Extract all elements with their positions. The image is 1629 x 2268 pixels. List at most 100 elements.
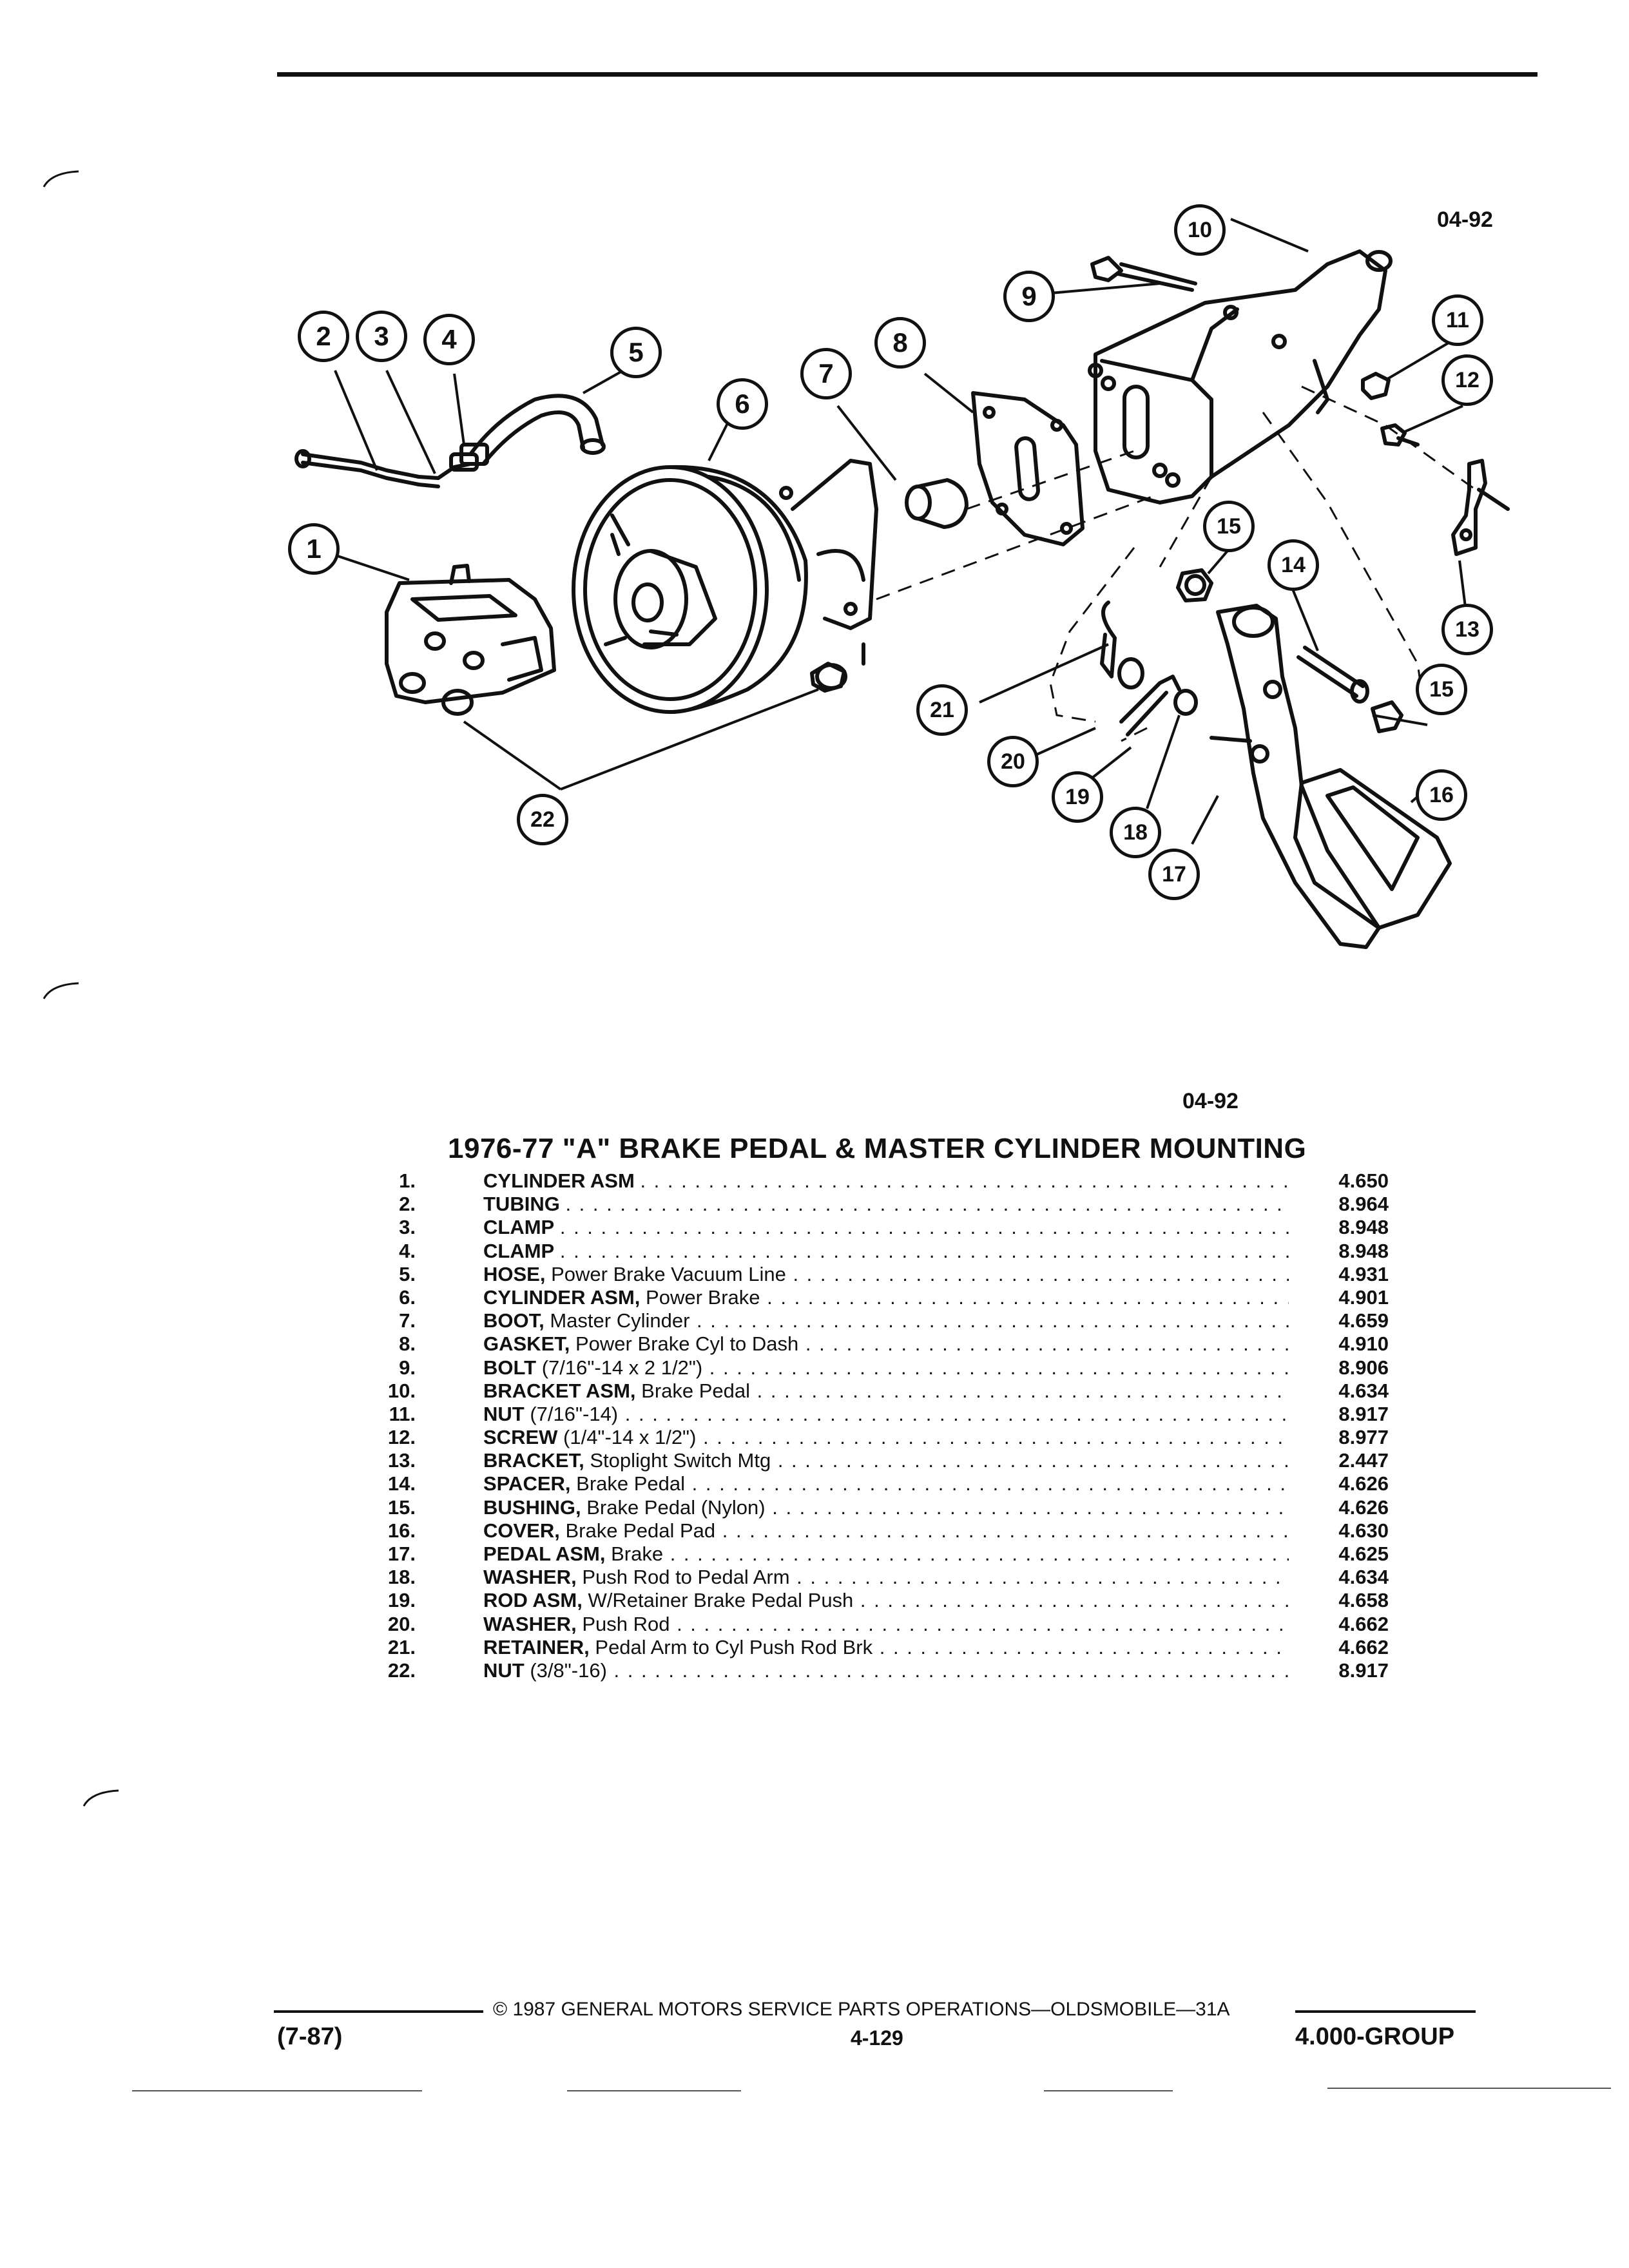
parts-row: 6. CYLINDER ASM, Power Brake . . . . . . …: [361, 1286, 1392, 1309]
part-name: CLAMP: [483, 1216, 555, 1239]
callout-label: 18: [1123, 820, 1148, 845]
part-detail: Master Cylinder: [550, 1309, 690, 1332]
callout-7: 7: [800, 348, 852, 399]
leader-dots: . . . . . . . . . . . . . . . . . . . . …: [565, 1193, 1289, 1216]
group-number: 4.658: [1338, 1589, 1389, 1612]
part-name: CYLINDER ASM: [483, 1169, 635, 1192]
callout-22: 22: [517, 794, 568, 845]
callout-label: 11: [1446, 307, 1469, 332]
part-description: WASHER, Push Rod to Pedal Arm . . . . . …: [483, 1566, 1289, 1589]
parts-row: 14.SPACER, Brake Pedal . . . . . . . . .…: [361, 1472, 1392, 1495]
part-detail: (7/16"-14): [530, 1402, 619, 1425]
part-name: TUBING: [483, 1193, 560, 1216]
parts-row: 10.BRACKET ASM, Brake Pedal . . . . . . …: [361, 1379, 1392, 1403]
part-number: 12.: [387, 1426, 416, 1449]
part-number: 6.: [399, 1285, 416, 1309]
part-description: BOLT (7/16"-14 x 2 1/2") . . . . . . . .…: [483, 1356, 1289, 1379]
group-number: 8.977: [1338, 1426, 1389, 1449]
callout-17: 17: [1148, 849, 1200, 900]
part-name: ROD ASM,: [483, 1589, 583, 1612]
boot-drawing: [905, 478, 969, 529]
part-description: GASKET, Power Brake Cyl to Dash . . . . …: [483, 1332, 1289, 1356]
part-detail: Brake Pedal: [576, 1472, 686, 1495]
bolt-drawing: [1090, 256, 1197, 292]
group-number: 4.662: [1338, 1612, 1389, 1635]
part-name: RETAINER,: [483, 1635, 590, 1658]
part-description: CYLINDER ASM, Power Brake . . . . . . . …: [483, 1286, 1289, 1309]
parts-row: 12.SCREW (1/4"-14 x 1/2") . . . . . . . …: [361, 1426, 1392, 1449]
callout-19: 19: [1052, 771, 1103, 823]
margin-mark: [82, 1789, 119, 1807]
part-description: NUT (3/8"-16) . . . . . . . . . . . . . …: [483, 1659, 1289, 1682]
callout-label: 6: [735, 389, 750, 419]
scan-line: [132, 2090, 422, 2091]
part-name: CYLINDER ASM,: [483, 1285, 641, 1309]
parts-row: 20.WASHER, Push Rod . . . . . . . . . . …: [361, 1613, 1392, 1636]
part-number: 1.: [399, 1169, 416, 1192]
footer-rule-left: [274, 2010, 483, 2013]
part-description: CYLINDER ASM . . . . . . . . . . . . . .…: [483, 1169, 1289, 1193]
footer-rule-right: [1295, 2010, 1476, 2013]
part-detail: Power Brake: [646, 1285, 760, 1309]
callout-15: 15: [1203, 501, 1255, 552]
part-name: NUT: [483, 1402, 525, 1425]
parts-row: 22.NUT (3/8"-16) . . . . . . . . . . . .…: [361, 1659, 1392, 1682]
part-description: BOOT, Master Cylinder . . . . . . . . . …: [483, 1309, 1289, 1332]
callout-label: 1: [306, 533, 322, 564]
bushing-right-drawing: [1371, 700, 1403, 733]
part-detail: Brake Pedal Pad: [565, 1519, 716, 1542]
callout-label: 17: [1162, 861, 1186, 887]
parts-row: 8.GASKET, Power Brake Cyl to Dash . . . …: [361, 1332, 1392, 1356]
part-description: CLAMP . . . . . . . . . . . . . . . . . …: [483, 1240, 1289, 1263]
part-description: PEDAL ASM, Brake . . . . . . . . . . . .…: [483, 1542, 1289, 1566]
leader-dots: . . . . . . . . . . . . . . . . . . . . …: [677, 1612, 1289, 1635]
part-number: 18.: [387, 1566, 416, 1589]
part-description: WASHER, Push Rod . . . . . . . . . . . .…: [483, 1613, 1289, 1636]
group-number: 4.634: [1338, 1379, 1389, 1402]
parts-row: 16.COVER, Brake Pedal Pad . . . . . . . …: [361, 1519, 1392, 1542]
callout-6: 6: [717, 378, 768, 430]
part-description: ROD ASM, W/Retainer Brake Pedal Push . .…: [483, 1589, 1289, 1612]
leader-dots: . . . . . . . . . . . . . . . . . . . . …: [805, 1332, 1289, 1356]
part-name: BUSHING,: [483, 1495, 581, 1519]
group-number: 4.626: [1338, 1472, 1389, 1495]
parts-row: 18. WASHER, Push Rod to Pedal Arm . . . .…: [361, 1566, 1392, 1589]
leader-dots: . . . . . . . . . . . . . . . . . . . . …: [624, 1402, 1289, 1425]
part-description: HOSE, Power Brake Vacuum Line . . . . . …: [483, 1263, 1289, 1286]
part-description: CLAMP . . . . . . . . . . . . . . . . . …: [483, 1216, 1289, 1239]
part-detail: (3/8"-16): [530, 1658, 607, 1682]
parts-row: 9.BOLT (7/16"-14 x 2 1/2") . . . . . . .…: [361, 1356, 1392, 1379]
callout-10: 10: [1174, 204, 1226, 256]
callout-label: 9: [1021, 281, 1037, 311]
scan-line: [567, 2090, 741, 2091]
callout-label: 14: [1281, 552, 1306, 577]
page-number: 4-129: [851, 2026, 903, 2050]
margin-mark: [43, 982, 79, 999]
part-number: 19.: [387, 1589, 416, 1612]
callout-15: 15: [1416, 664, 1467, 715]
parts-row: 17.PEDAL ASM, Brake . . . . . . . . . . …: [361, 1542, 1392, 1566]
callout-18: 18: [1110, 807, 1161, 858]
callout-label: 12: [1455, 367, 1480, 392]
parts-list: 1. CYLINDER ASM . . . . . . . . . . . . .…: [361, 1169, 1392, 1682]
part-name: HOSE,: [483, 1262, 546, 1285]
part-detail: Brake Pedal (Nylon): [586, 1495, 766, 1519]
part-description: TUBING . . . . . . . . . . . . . . . . .…: [483, 1193, 1289, 1216]
part-name: COVER,: [483, 1519, 560, 1542]
callout-label: 21: [930, 697, 954, 722]
leader-dots: . . . . . . . . . . . . . . . . . . . . …: [722, 1519, 1289, 1542]
part-detail: Power Brake Cyl to Dash: [575, 1332, 799, 1356]
callout-label: 15: [1429, 677, 1454, 702]
part-name: PEDAL ASM,: [483, 1542, 606, 1565]
part-name: NUT: [483, 1658, 525, 1682]
top-rule: [277, 72, 1537, 77]
parts-row: 15.BUSHING, Brake Pedal (Nylon) . . . . …: [361, 1496, 1392, 1519]
part-number: 2.: [399, 1193, 416, 1216]
group-number: 8.948: [1338, 1239, 1389, 1262]
callout-20: 20: [987, 736, 1039, 787]
parts-row: 7.BOOT, Master Cylinder . . . . . . . . …: [361, 1309, 1392, 1332]
brake-tubing-drawing: [294, 449, 479, 488]
part-number: 4.: [399, 1239, 416, 1262]
callout-8: 8: [874, 317, 926, 369]
callout-2: 2: [298, 311, 349, 362]
